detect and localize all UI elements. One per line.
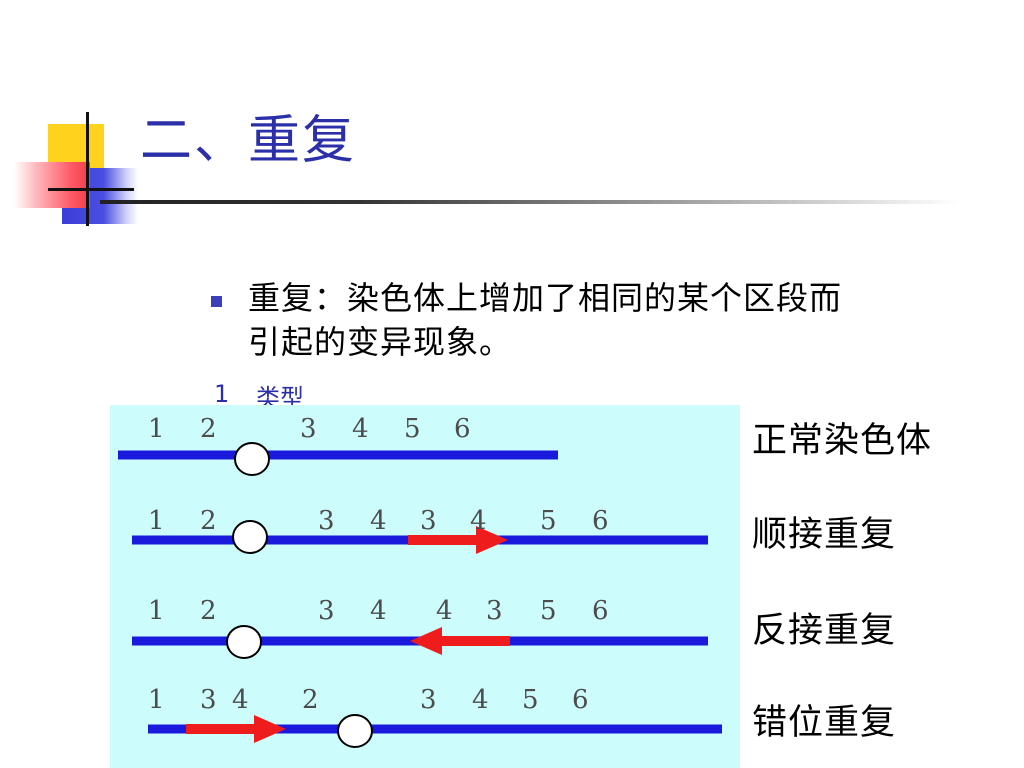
gene-number: 3 xyxy=(486,596,503,626)
gene-number: 4 xyxy=(472,685,489,715)
gene-number: 4 xyxy=(436,596,453,626)
gene-number: 1 xyxy=(148,506,165,536)
row-tandem-duplication: 1 2 3 4 3 4 5 6 xyxy=(132,506,708,554)
label-tandem-duplication: 顺接重复 xyxy=(752,515,897,555)
chromosome-diagram: 1 2 3 4 5 6 1 2 3 4 3 4 5 6 xyxy=(110,405,740,768)
logo-horizontal-line xyxy=(48,188,134,191)
gene-number: 3 xyxy=(200,685,217,715)
label-displaced-duplication: 错位重复 xyxy=(752,703,897,743)
gene-number: 3 xyxy=(318,506,335,536)
gene-number: 4 xyxy=(470,506,487,536)
gene-number: 6 xyxy=(454,414,471,444)
gene-number: 2 xyxy=(200,506,217,536)
gene-number: 2 xyxy=(200,596,217,626)
gene-number: 5 xyxy=(522,685,539,715)
gene-number: 2 xyxy=(302,685,319,715)
label-reverse-duplication: 反接重复 xyxy=(752,611,897,651)
gene-number: 3 xyxy=(318,596,335,626)
subheading-number: 1 xyxy=(214,380,230,408)
gene-number: 3 xyxy=(300,414,317,444)
centromere xyxy=(234,442,270,476)
row-displaced-duplication: 1 3 4 2 3 4 5 6 xyxy=(148,685,722,748)
slide-title: 二、重复 xyxy=(140,111,357,171)
centromere xyxy=(226,625,262,659)
gene-number: 6 xyxy=(572,685,589,715)
arrow-right-icon xyxy=(186,715,286,743)
centromere xyxy=(337,714,373,748)
bullet-line-2: 引起的变异现象。 xyxy=(248,323,513,361)
gene-number: 1 xyxy=(148,414,165,444)
gene-number: 5 xyxy=(540,596,557,626)
label-normal-chromosome: 正常染色体 xyxy=(752,421,933,461)
row-reverse-duplication: 1 2 3 4 4 3 5 6 xyxy=(132,596,708,659)
gene-number: 1 xyxy=(148,685,165,715)
title-underline xyxy=(100,200,960,204)
row-normal: 1 2 3 4 5 6 xyxy=(118,414,558,476)
gene-number: 2 xyxy=(200,414,217,444)
gene-number: 3 xyxy=(420,506,437,536)
bullet-square-icon xyxy=(211,296,222,307)
centromere xyxy=(232,520,268,554)
arrow-right-icon xyxy=(408,526,508,554)
gene-number: 5 xyxy=(404,414,421,444)
gene-number: 4 xyxy=(370,596,387,626)
arrow-left-icon xyxy=(410,627,510,655)
gene-number: 4 xyxy=(352,414,369,444)
logo-vertical-line xyxy=(86,112,89,226)
gene-number: 4 xyxy=(232,685,249,715)
gene-number: 6 xyxy=(592,506,609,536)
gene-number: 6 xyxy=(592,596,609,626)
bullet-text: 重复：染色体上增加了相同的某个区段而 引起的变异现象。 xyxy=(248,276,978,364)
gene-number: 1 xyxy=(148,596,165,626)
logo-red-square xyxy=(14,162,90,208)
gene-number: 3 xyxy=(420,685,437,715)
bullet-line-1: 重复：染色体上增加了相同的某个区段而 xyxy=(248,279,843,317)
gene-number: 5 xyxy=(540,506,557,536)
gene-number: 4 xyxy=(370,506,387,536)
